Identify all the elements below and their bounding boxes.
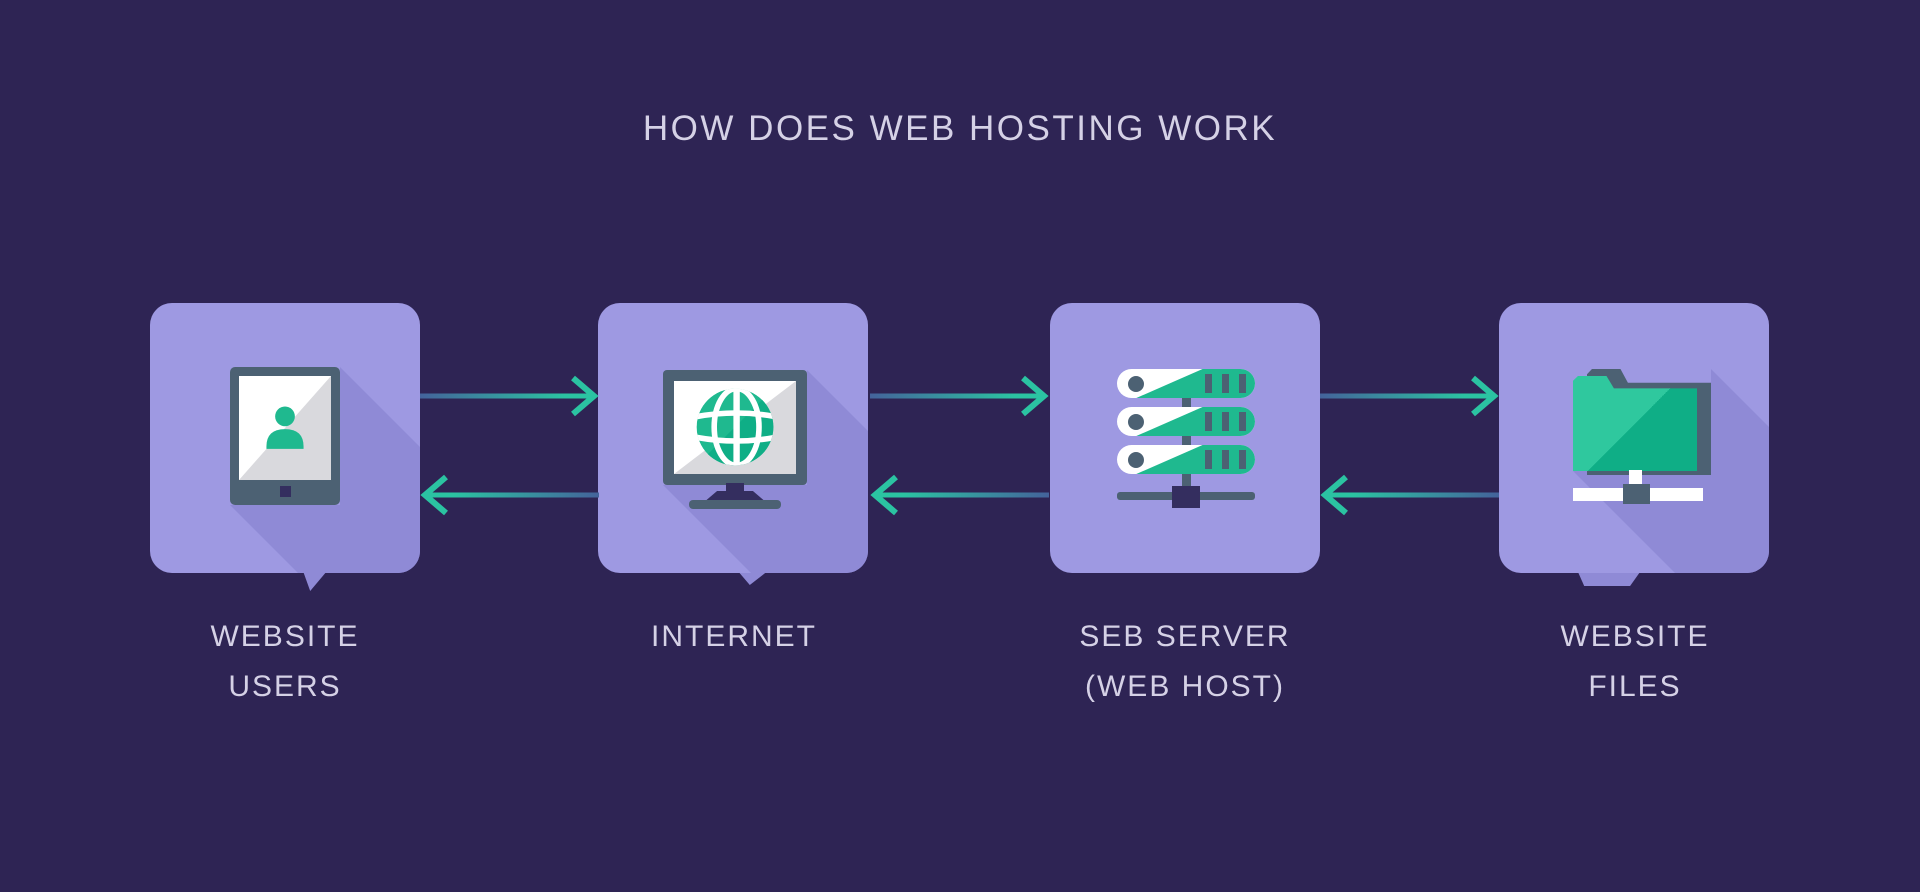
server-vent [1205, 412, 1212, 431]
label-line: SEB SERVER [1079, 620, 1291, 653]
node-internet [598, 303, 868, 573]
folder-network-junction [1623, 484, 1650, 504]
monitor-screen [674, 381, 796, 474]
request-arrow [420, 375, 599, 417]
label-line: INTERNET [651, 620, 817, 653]
node-website-files [1499, 303, 1769, 573]
arrow-pair-2 [870, 375, 1049, 516]
monitor-frame [663, 370, 807, 485]
globe-icon [696, 388, 774, 466]
label-line: (WEB HOST) [1085, 670, 1285, 703]
tablet-home-button [279, 486, 291, 497]
folder-front [1573, 376, 1697, 471]
server-led [1128, 375, 1144, 392]
network-folder-icon [1573, 369, 1711, 504]
server-vent [1205, 450, 1212, 469]
label-line: FILES [1588, 670, 1682, 703]
node-web-server [1050, 303, 1320, 573]
server-vent [1222, 412, 1229, 431]
response-arrow [870, 474, 1049, 516]
response-arrow [420, 474, 599, 516]
tablet-user-icon [230, 367, 340, 505]
label-internet: INTERNET [554, 612, 914, 662]
response-arrow [1320, 474, 1499, 516]
server-vent [1239, 374, 1246, 393]
page-title: HOW DOES WEB HOSTING WORK [642, 109, 1278, 148]
box-shadow-spill [1578, 572, 1640, 586]
server-vent [1239, 450, 1246, 469]
label-line: USERS [228, 670, 342, 703]
box-shadow-spill [303, 571, 327, 591]
arrow-pair-3 [1320, 375, 1499, 516]
monitor-stand-base [689, 500, 781, 509]
user-silhouette-icon [266, 406, 304, 449]
server-rack-icon [1117, 369, 1255, 509]
label-website-users: WEBSITE USERS [105, 612, 465, 712]
label-line: WEBSITE [1560, 620, 1710, 653]
monitor-globe-icon [663, 370, 807, 511]
server-led [1128, 451, 1144, 468]
request-arrow [1320, 375, 1499, 417]
label-website-files: WEBSITE FILES [1455, 612, 1815, 712]
server-unit [1117, 407, 1255, 436]
server-led [1128, 413, 1144, 430]
label-line: WEBSITE [210, 620, 360, 653]
request-arrow [870, 375, 1049, 417]
tablet-screen [239, 376, 331, 480]
server-vent [1222, 450, 1229, 469]
server-pole [1181, 379, 1191, 497]
server-network-junction [1172, 486, 1200, 508]
arrow-pair-1 [420, 375, 599, 516]
label-web-server: SEB SERVER (WEB HOST) [1005, 612, 1365, 712]
server-vent [1239, 412, 1246, 431]
server-vent [1222, 374, 1229, 393]
server-unit [1117, 445, 1255, 474]
node-website-users [150, 303, 420, 573]
server-vent [1205, 374, 1212, 393]
server-unit [1117, 369, 1255, 398]
